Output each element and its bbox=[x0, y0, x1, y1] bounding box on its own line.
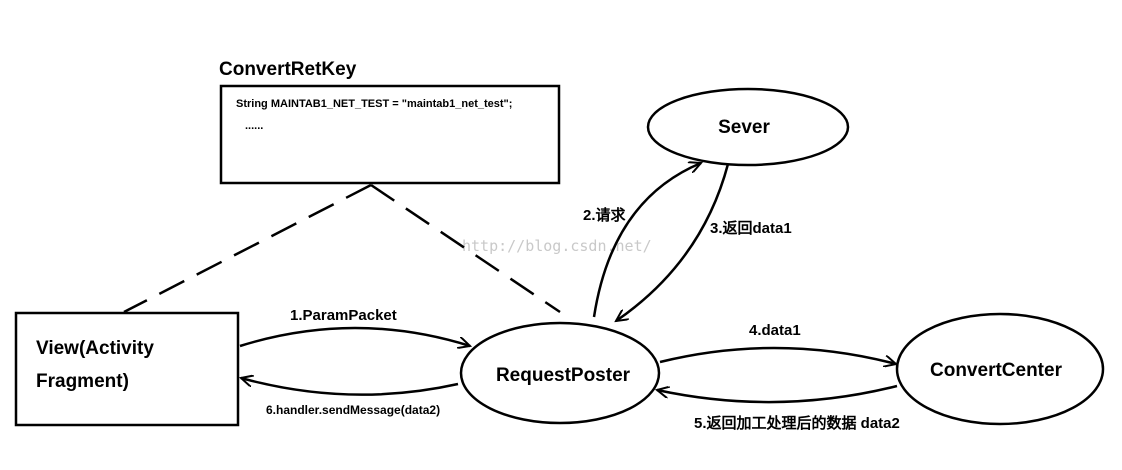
arrow-step2 bbox=[592, 163, 701, 318]
arrow-step3 bbox=[616, 163, 730, 321]
key-box-line2: ...... bbox=[245, 120, 263, 132]
arrow-step6 bbox=[241, 378, 459, 396]
request-poster-node bbox=[459, 321, 661, 425]
label-step2: 2.请求 bbox=[583, 206, 627, 224]
arrow-step5 bbox=[657, 384, 898, 404]
label-step3: 3.返回data1 bbox=[710, 219, 792, 237]
server-node bbox=[646, 87, 850, 167]
arrow-step1 bbox=[239, 326, 470, 346]
view-node bbox=[14, 311, 240, 427]
arrow-step4 bbox=[659, 346, 896, 364]
view-node-label-line1: View(Activity bbox=[36, 338, 154, 359]
convert-center-node bbox=[895, 312, 1105, 426]
request-poster-label: RequestPoster bbox=[496, 365, 631, 386]
convert-ret-key-box bbox=[219, 84, 561, 185]
view-node-label-line2: Fragment) bbox=[36, 371, 129, 392]
key-box-line1: String MAINTAB1_NET_TEST = "maintab1_net… bbox=[236, 98, 512, 110]
label-step5: 5.返回加工处理后的数据 data2 bbox=[694, 414, 900, 432]
convert-center-label: ConvertCenter bbox=[930, 360, 1063, 381]
label-step1: 1.ParamPacket bbox=[290, 307, 397, 324]
dashed-link-request-poster bbox=[370, 183, 561, 314]
server-label: Sever bbox=[718, 117, 770, 138]
dashed-link-view bbox=[123, 183, 372, 314]
convert-ret-key-title: ConvertRetKey bbox=[219, 59, 357, 80]
label-step4: 4.data1 bbox=[749, 322, 801, 339]
watermark-text: http://blog.csdn.net/ bbox=[462, 237, 652, 255]
label-step6: 6.handler.sendMessage(data2) bbox=[266, 403, 440, 417]
